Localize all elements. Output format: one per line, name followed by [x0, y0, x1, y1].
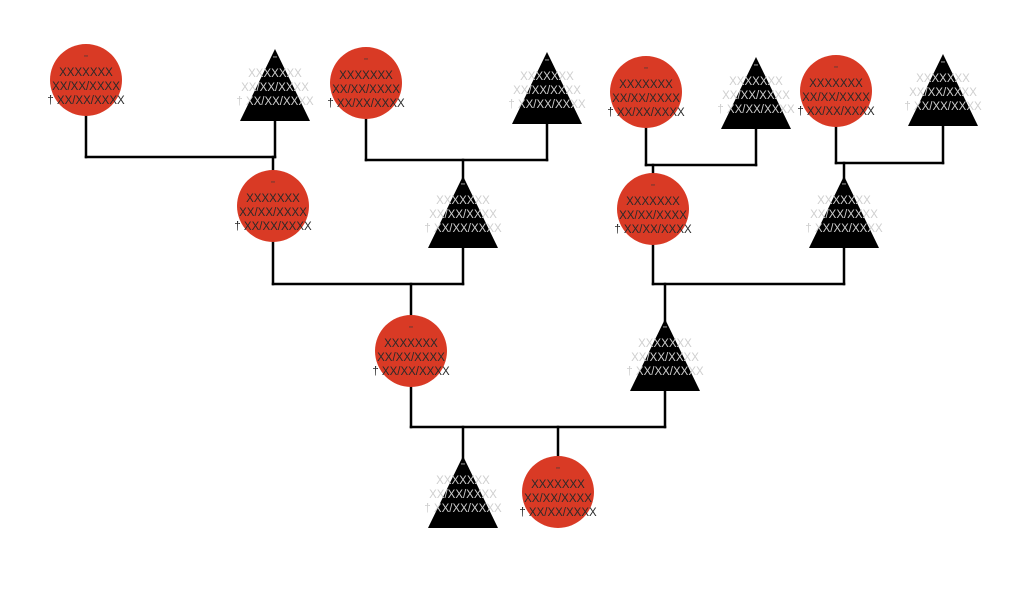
male-person-node-g2[interactable]: ** XXXXXXX XX/XX/XXXX † XX/XX/XXXX: [236, 49, 314, 121]
person-code: **: [556, 467, 560, 473]
person-name: XXXXXXX: [626, 196, 680, 208]
person-name: XXXXXXX: [916, 73, 970, 85]
person-birth-date: XX/XX/XXXX: [631, 352, 699, 364]
person-birth-date: XX/XX/XXXX: [377, 352, 445, 364]
person-code: **: [271, 181, 275, 187]
male-person-node-g8[interactable]: ** XXXXXXX XX/XX/XXXX † XX/XX/XXXX: [904, 54, 982, 126]
connector-lines: [84, 78, 945, 460]
person-name: XXXXXXX: [638, 338, 692, 350]
person-death-date: † XX/XX/XXXX: [508, 99, 586, 111]
female-person-node-g3[interactable]: ** XXXXXXX XX/XX/XXXX † XX/XX/XXXX: [327, 47, 405, 119]
female-circle-icon: [522, 456, 594, 528]
female-circle-icon: [375, 315, 447, 387]
person-death-date: † XX/XX/XXXX: [626, 366, 704, 378]
person-death-date: † XX/XX/XXXX: [234, 221, 312, 233]
person-death-date: † XX/XX/XXXX: [424, 503, 502, 515]
person-name: XXXXXXX: [619, 79, 673, 91]
person-death-date: † XX/XX/XXXX: [372, 366, 450, 378]
person-death-date: † XX/XX/XXXX: [614, 224, 692, 236]
person-birth-date: XX/XX/XXXX: [810, 209, 878, 221]
person-death-date: † XX/XX/XXXX: [424, 223, 502, 235]
person-name: XXXXXXX: [436, 195, 490, 207]
male-triangle-icon: [428, 176, 498, 248]
female-person-node-g5[interactable]: ** XXXXXXX XX/XX/XXXX † XX/XX/XXXX: [607, 56, 685, 128]
person-name: XXXXXXX: [520, 71, 574, 83]
person-death-date: † XX/XX/XXXX: [805, 223, 883, 235]
male-triangle-icon: [240, 49, 310, 121]
male-triangle-icon: [809, 176, 879, 248]
person-code: **: [461, 183, 465, 189]
person-code: **: [941, 61, 945, 67]
person-code: **: [84, 55, 88, 61]
male-person-node-f[interactable]: ** XXXXXXX XX/XX/XXXX † XX/XX/XXXX: [626, 319, 704, 391]
male-triangle-icon: [512, 52, 582, 124]
person-code: **: [834, 66, 838, 72]
male-triangle-icon: [630, 319, 700, 391]
person-code: **: [409, 326, 413, 332]
person-name: XXXXXXX: [339, 70, 393, 82]
person-birth-date: XX/XX/XXXX: [619, 210, 687, 222]
male-triangle-icon: [428, 456, 498, 528]
female-circle-icon: [610, 56, 682, 128]
person-birth-date: XX/XX/XXXX: [513, 85, 581, 97]
person-name: XXXXXXX: [248, 68, 302, 80]
female-person-node-m[interactable]: ** XXXXXXX XX/XX/XXXX † XX/XX/XXXX: [372, 315, 450, 387]
person-name: XXXXXXX: [729, 76, 783, 88]
person-name: XXXXXXX: [384, 338, 438, 350]
female-circle-icon: [237, 170, 309, 242]
female-circle-icon: [50, 44, 122, 116]
female-circle-icon: [800, 55, 872, 127]
female-circle-icon: [617, 173, 689, 245]
female-person-node-g1[interactable]: ** XXXXXXX XX/XX/XXXX † XX/XX/XXXX: [47, 44, 125, 116]
person-name: XXXXXXX: [817, 195, 871, 207]
person-death-date: † XX/XX/XXXX: [236, 96, 314, 108]
person-name: XXXXXXX: [809, 78, 863, 90]
male-triangle-icon: [908, 54, 978, 126]
person-birth-date: XX/XX/XXXX: [909, 87, 977, 99]
person-birth-date: XX/XX/XXXX: [524, 493, 592, 505]
female-person-node-c2[interactable]: ** XXXXXXX XX/XX/XXXX † XX/XX/XXXX: [519, 456, 597, 528]
male-person-node-p4[interactable]: ** XXXXXXX XX/XX/XXXX † XX/XX/XXXX: [805, 176, 883, 248]
person-death-date: † XX/XX/XXXX: [519, 507, 597, 519]
person-birth-date: XX/XX/XXXX: [722, 90, 790, 102]
person-birth-date: XX/XX/XXXX: [52, 81, 120, 93]
person-code: **: [651, 184, 655, 190]
female-person-node-p1[interactable]: ** XXXXXXX XX/XX/XXXX † XX/XX/XXXX: [234, 170, 312, 242]
person-code: **: [273, 56, 277, 62]
person-death-date: † XX/XX/XXXX: [717, 104, 795, 116]
person-death-date: † XX/XX/XXXX: [327, 98, 405, 110]
person-birth-date: XX/XX/XXXX: [612, 93, 680, 105]
person-code: **: [842, 183, 846, 189]
person-nodes: ** XXXXXXX XX/XX/XXXX † XX/XX/XXXX ** XXXXXXX…: [47, 44, 982, 528]
male-triangle-icon: [721, 57, 791, 129]
person-name: XXXXXXX: [436, 475, 490, 487]
male-person-node-c1[interactable]: ** XXXXXXX XX/XX/XXXX † XX/XX/XXXX: [424, 456, 502, 528]
male-person-node-g6[interactable]: ** XXXXXXX XX/XX/XXXX † XX/XX/XXXX: [717, 57, 795, 129]
person-death-date: † XX/XX/XXXX: [47, 95, 125, 107]
person-code: **: [545, 59, 549, 65]
person-code: **: [663, 326, 667, 332]
female-circle-icon: [330, 47, 402, 119]
person-code: **: [364, 58, 368, 64]
person-code: **: [644, 67, 648, 73]
person-birth-date: XX/XX/XXXX: [802, 92, 870, 104]
person-birth-date: XX/XX/XXXX: [429, 209, 497, 221]
female-person-node-p3[interactable]: ** XXXXXXX XX/XX/XXXX † XX/XX/XXXX: [614, 173, 692, 245]
person-death-date: † XX/XX/XXXX: [904, 101, 982, 113]
person-death-date: † XX/XX/XXXX: [607, 107, 685, 119]
person-death-date: † XX/XX/XXXX: [797, 106, 875, 118]
male-person-node-p2[interactable]: ** XXXXXXX XX/XX/XXXX † XX/XX/XXXX: [424, 176, 502, 248]
person-birth-date: XX/XX/XXXX: [332, 84, 400, 96]
person-name: XXXXXXX: [246, 193, 300, 205]
person-code: **: [754, 64, 758, 70]
male-person-node-g4[interactable]: ** XXXXXXX XX/XX/XXXX † XX/XX/XXXX: [508, 52, 586, 124]
female-person-node-g7[interactable]: ** XXXXXXX XX/XX/XXXX † XX/XX/XXXX: [797, 55, 875, 127]
person-name: XXXXXXX: [59, 67, 113, 79]
person-birth-date: XX/XX/XXXX: [239, 207, 307, 219]
person-birth-date: XX/XX/XXXX: [241, 82, 309, 94]
person-name: XXXXXXX: [531, 479, 585, 491]
person-code: **: [461, 463, 465, 469]
person-birth-date: XX/XX/XXXX: [429, 489, 497, 501]
